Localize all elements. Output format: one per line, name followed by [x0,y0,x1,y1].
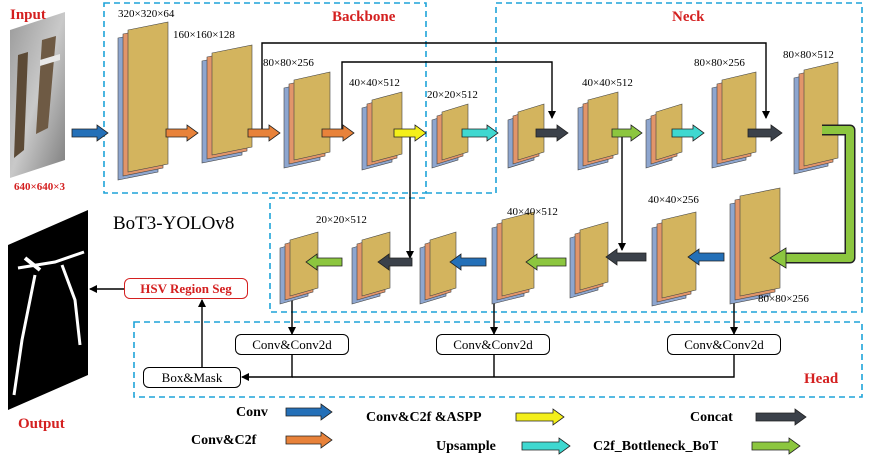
neck-label: Neck [672,9,705,25]
backbone-label: Backbone [332,9,396,25]
legend-conv-arrow [285,403,333,421]
fmap-neck-40 [577,91,619,171]
dim-20-512-head-label: 20×20×512 [316,214,367,226]
legend-concat-arrow [755,408,807,426]
conv-large-to-boxmask [292,355,735,378]
fmap-head-80 [729,187,781,305]
arrow-c2f-3 [321,124,355,142]
conv-small-to-boxmask [241,355,293,381]
dim-20-512-backbone-label: 20×20×512 [427,89,478,101]
flow-arrows [71,124,856,271]
fmap-neck-1 [507,103,545,169]
arrow-conv-head-2 [449,253,487,271]
skip-backbone-80-to-neck [261,42,770,133]
fmap-head-1 [569,221,609,299]
legend-conv-label: Conv [236,405,268,420]
arrow-upsample-2 [671,124,705,142]
skip-connections [89,42,770,381]
legend-conv-c2f-label: Conv&C2f [191,433,257,448]
arrow-bot-head-2 [305,253,343,271]
fmap-320 [117,21,169,181]
fmap-20-backbone [431,103,469,169]
head-label: Head [804,371,839,387]
dim-80-256-head-label: 80×80×256 [758,293,809,305]
dim-40-256-label: 40×40×256 [648,194,699,206]
dim-320-label: 320×320×64 [118,8,175,20]
fmap-head-2 [419,231,457,305]
feature-maps [117,21,839,307]
legend-c2f-bot-label: C2f_Bottleneck_BoT [593,439,719,454]
fmap-neck-2 [645,103,683,169]
arrow-concat-head-2 [377,253,413,271]
hsv-region-seg-box: HSV Region Seg [124,278,248,299]
arrow-input-conv [71,124,109,142]
arrow-aspp [393,124,427,142]
input-size-label: 640×640×3 [14,181,66,193]
fmap-neck-80 [711,71,757,169]
conv-conv2d-box-large: Conv&Conv2d [667,334,781,355]
fmap-160 [201,44,253,164]
fmap-40-backbone [361,91,403,171]
arrow-concat-head-1 [605,248,647,266]
arrow-concat-1 [535,124,569,142]
fmap-80-backbone [283,71,331,169]
output-label: Output [18,416,65,432]
model-title: BoT3-YOLOv8 [113,213,235,234]
dim-40-512-head-label: 40×40×512 [507,206,558,218]
arrow-concat-2 [747,124,783,142]
conv-conv2d-box-medium: Conv&Conv2d [436,334,550,355]
dim-80-512-label: 80×80×512 [783,49,834,61]
fmap-head-40-512 [491,211,535,305]
arrow-upsample-1 [461,124,499,142]
arrow-conv-head-1 [687,248,725,266]
backbone-frame [103,2,427,194]
dim-80-256-backbone-label: 80×80×256 [263,57,314,69]
arrow-c2f-2 [247,124,281,142]
legend-upsample-label: Upsample [436,439,496,454]
arrow-bot-1 [611,124,643,142]
legend-conv-c2f-aspp-label: Conv&C2f &ASPP [366,410,482,425]
output-mask-image [8,210,88,410]
arrow-bot-bend [769,124,856,269]
legend-conv-c2f-arrow [285,431,333,449]
input-label: Input [10,7,46,23]
head-frame [133,321,863,398]
conv-conv2d-box-small: Conv&Conv2d [235,334,349,355]
dim-160-label: 160×160×128 [173,29,235,41]
dim-40-512-neck-label: 40×40×512 [582,77,633,89]
legend-bot-arrow [751,437,801,455]
box-mask-box: Box&Mask [143,367,241,388]
dim-40-512-backbone-label: 40×40×512 [349,77,400,89]
arrow-c2f-1 [165,124,199,142]
input-image [10,12,65,178]
legend-arrows [285,403,807,455]
fmap-head-3 [279,231,319,305]
legend-upsample-arrow [521,437,571,455]
neck-frame [269,2,863,313]
skip-backbone-40-to-neck [341,61,556,133]
fmap-head-20 [351,231,391,305]
arrow-bot-head-1 [525,253,567,271]
dim-80-256-neck-label: 80×80×256 [694,57,745,69]
legend-aspp-arrow [515,408,565,426]
fmap-80-512 [793,61,839,175]
fmap-head-40-256 [651,211,697,307]
legend-concat-label: Concat [690,410,733,425]
